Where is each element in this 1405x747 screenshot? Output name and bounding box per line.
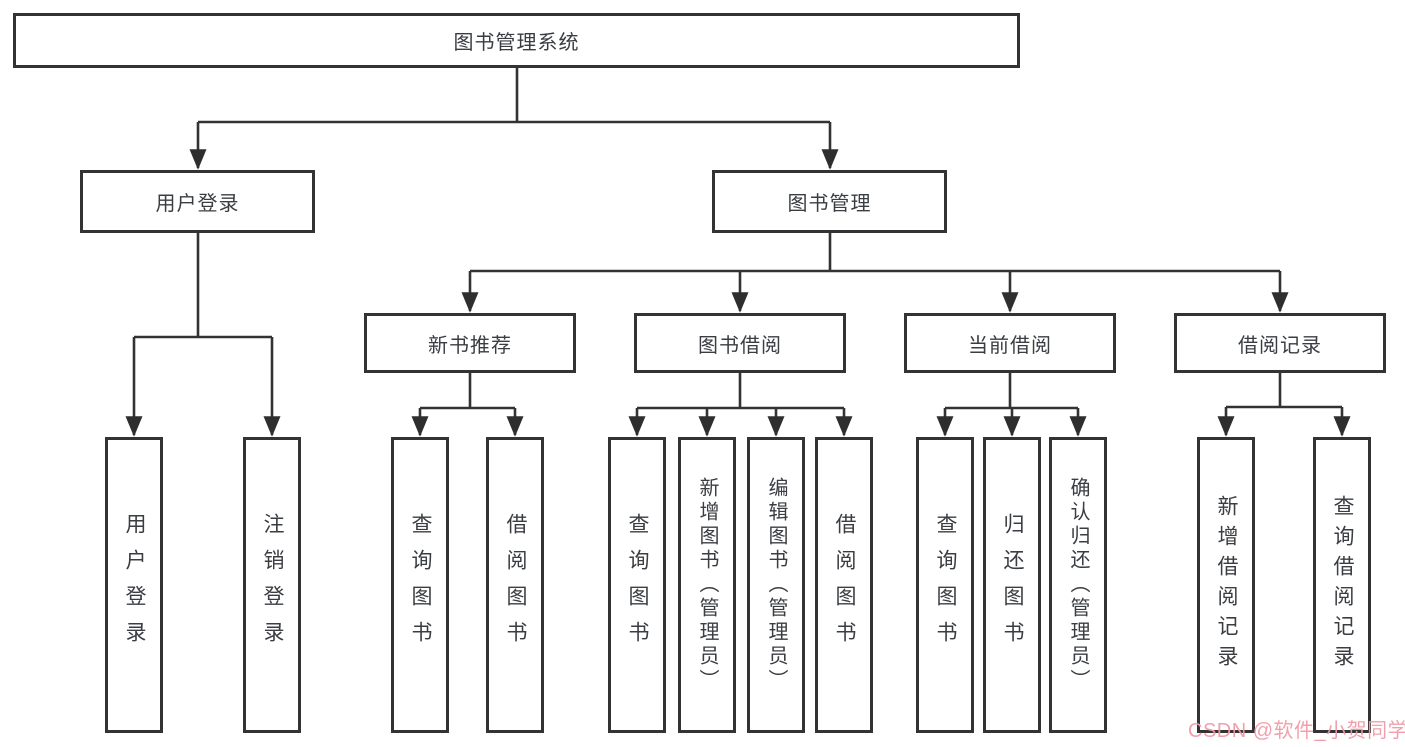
node-borrow-record: 借阅记录 [1174,313,1386,373]
leaf-current-return: 归还图书 [983,437,1041,733]
node-root-system: 图书管理系统 [13,13,1020,68]
node-current-borrow: 当前借阅 [904,313,1116,373]
node-book-management-label: 图书管理 [787,193,872,215]
leaf-borrow-query-label: 查询图书 [626,513,649,657]
node-new-book-recommend-label: 新书推荐 [428,334,512,357]
leaf-newbook-borrow-label: 借阅图书 [504,513,527,657]
leaf-record-query: 查询借阅记录 [1313,437,1371,733]
leaf-current-query-label: 查询图书 [934,513,957,657]
leaf-record-query-label: 查询借阅记录 [1331,495,1354,675]
leaf-borrow-add-admin-label: 新增图书（管理员） [696,477,718,693]
leaf-current-confirm-admin: 确认归还（管理员） [1049,437,1107,733]
leaf-borrow-add-admin: 新增图书（管理员） [678,437,736,733]
leaf-newbook-borrow: 借阅图书 [486,437,544,733]
node-book-management: 图书管理 [712,170,947,233]
leaf-newbook-query: 查询图书 [391,437,449,733]
node-new-book-recommend: 新书推荐 [364,313,576,373]
leaf-record-add: 新增借阅记录 [1197,437,1255,733]
node-book-borrow-label: 图书借阅 [698,334,782,357]
node-current-borrow-label: 当前借阅 [968,334,1052,357]
leaf-logout-label: 注销登录 [261,513,284,657]
leaf-borrow-borrow-label: 借阅图书 [833,513,856,657]
node-user-login: 用户登录 [80,170,315,233]
leaf-current-confirm-admin-label: 确认归还（管理员） [1067,477,1089,693]
leaf-current-query: 查询图书 [916,437,974,733]
node-user-login-label: 用户登录 [155,193,240,215]
node-book-borrow: 图书借阅 [634,313,846,373]
leaf-borrow-edit-admin-label: 编辑图书（管理员） [765,477,787,693]
leaf-record-add-label: 新增借阅记录 [1215,495,1238,675]
node-borrow-record-label: 借阅记录 [1238,334,1322,357]
leaf-newbook-query-label: 查询图书 [409,513,432,657]
leaf-borrow-query: 查询图书 [608,437,666,733]
leaf-logout: 注销登录 [243,437,301,733]
node-root-label: 图书管理系统 [453,32,580,54]
leaf-borrow-borrow: 借阅图书 [815,437,873,733]
leaf-borrow-edit-admin: 编辑图书（管理员） [747,437,805,733]
csdn-watermark: CSDN @软件_小贺同学 [1188,720,1405,742]
leaf-current-return-label: 归还图书 [1001,513,1024,657]
leaf-user-login: 用户登录 [105,437,163,733]
leaf-user-login-label: 用户登录 [123,513,146,657]
